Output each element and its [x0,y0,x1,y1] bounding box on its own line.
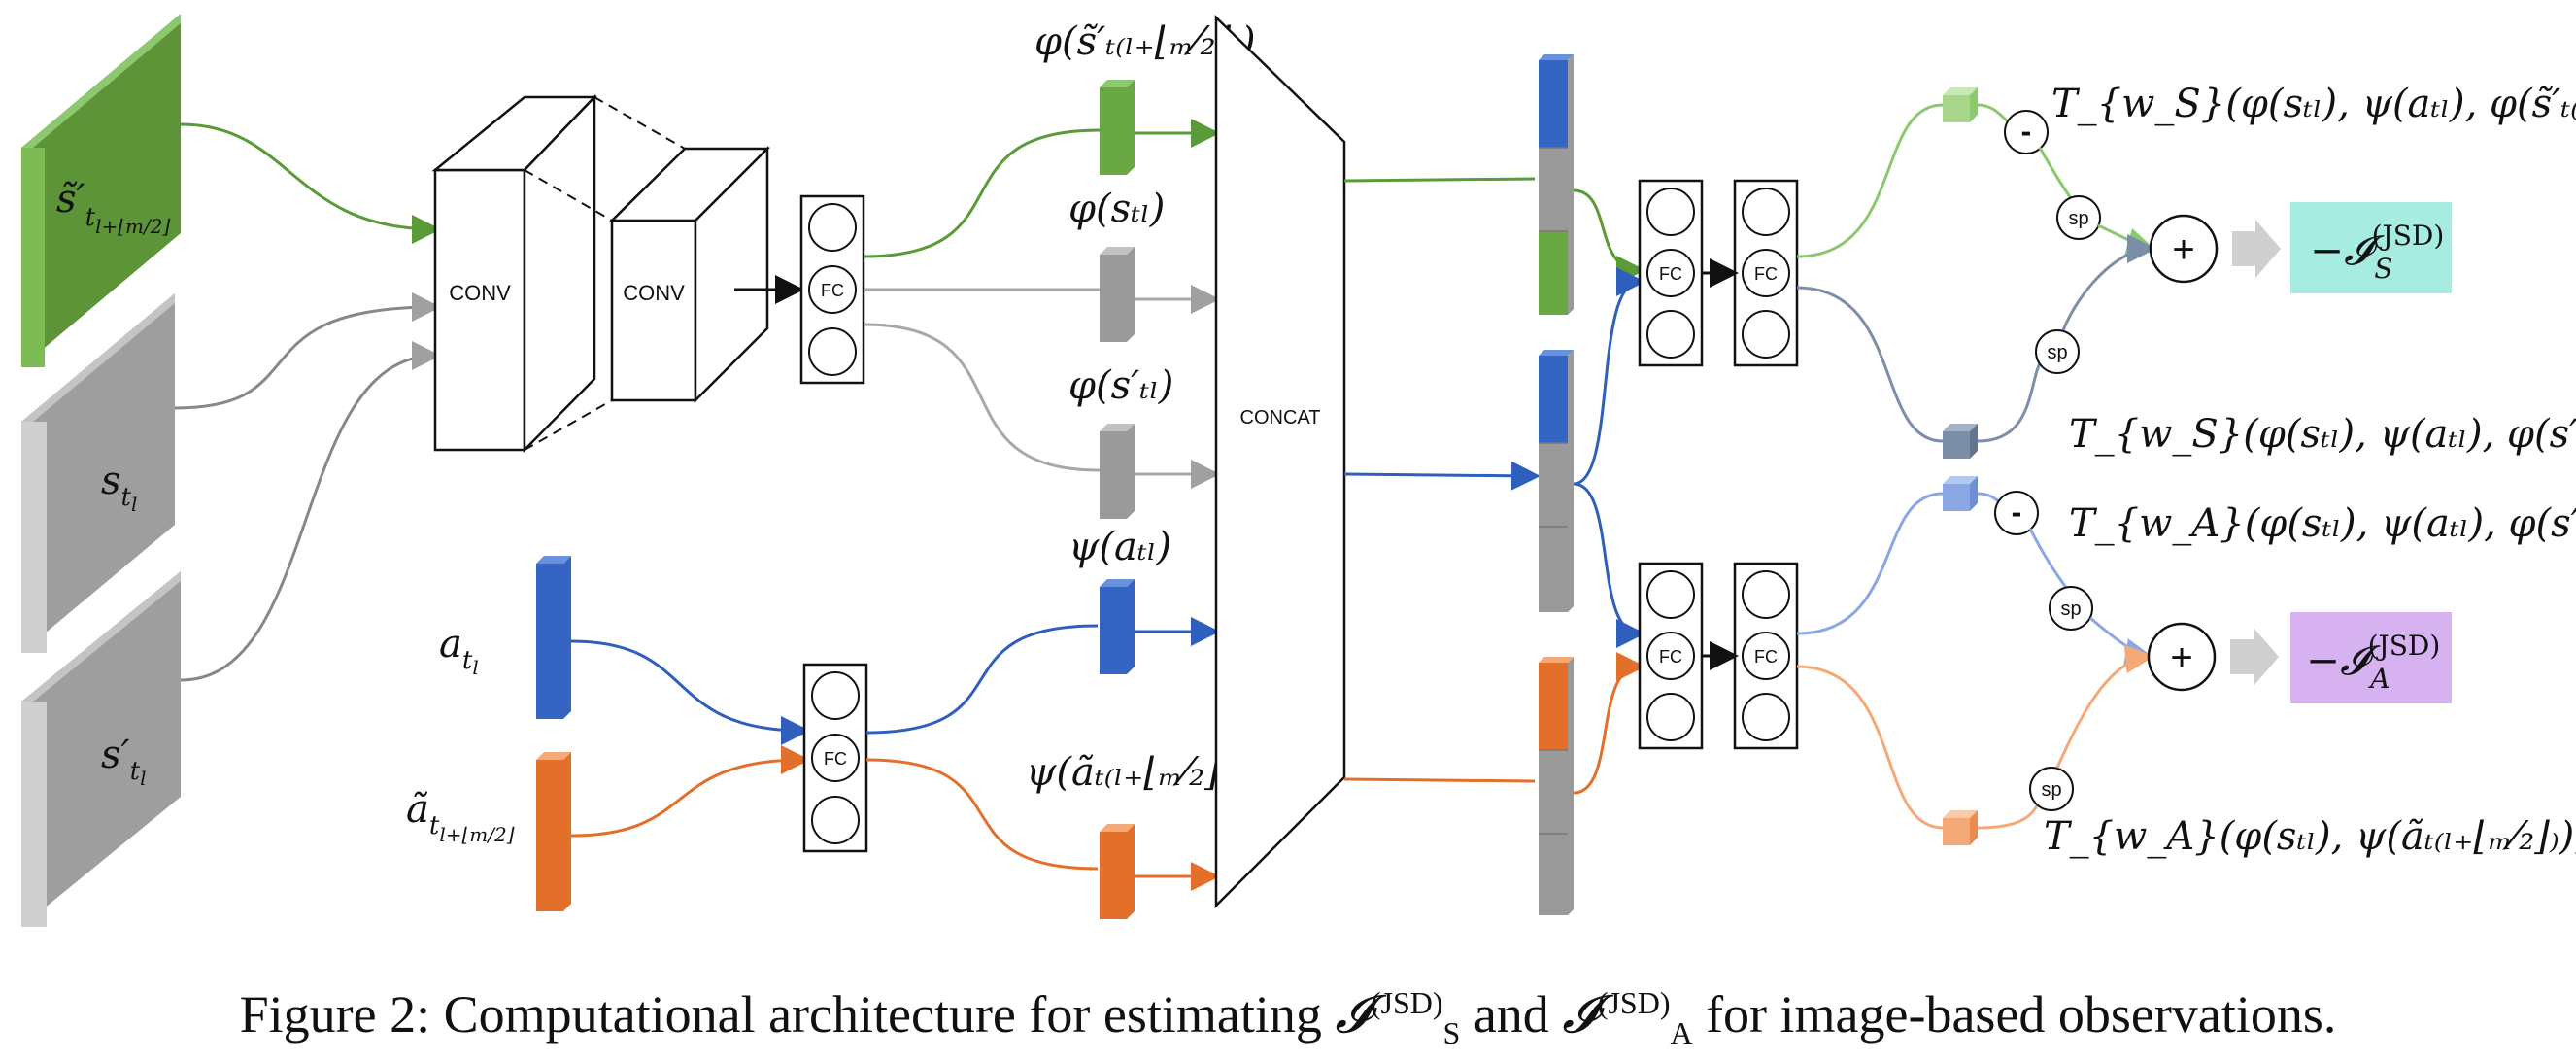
input-slab-s-prime [21,571,181,927]
edge-a-tilde-to-fc [570,745,810,838]
label-s-tilde-prime: s̃′tl+⌊m/2⌋ [56,177,170,238]
action-bar-a-tilde [536,752,571,911]
edge-s-to-conv [174,292,441,410]
fc-action-label: FC [824,749,847,769]
edge-concat-to-stack2 [1343,461,1541,491]
output-arrow-s [2232,220,2281,278]
fcA2-label: FC [1754,647,1778,667]
plus-node-a [2147,622,2217,692]
feature-psi-a [1100,579,1135,674]
score-cube-s-pos [1943,424,1978,459]
minus-node-a [1994,491,2039,535]
minus-a-label: - [2012,495,2022,530]
conv-dashed-links [524,96,686,451]
edge-concat-to-stack1 [1343,177,1536,183]
edge-s-tilde-to-conv [180,122,441,244]
conv2-label: CONV [623,281,685,305]
sp-a-neg-label: sp [2060,599,2081,620]
label-T-a-positive: T_{w_A}(φ(sₜₗ), ψ(aₜₗ), φ(s′ₜₗ)) [2069,501,2576,546]
fcS2-label: FC [1754,264,1778,284]
stack-positive [1539,350,1574,612]
sp-s-pos-label: sp [2047,342,2067,363]
sp-a-pos-label: sp [2041,779,2061,801]
label-T-a-negative: T_{w_A}(φ(sₜₗ), ψ(ãₜ₍ₗ₊⌊ₘ⁄₂⌋₎), φ(s′ₜₗ)) [2044,814,2576,859]
minus-node-s [2004,110,2049,154]
label-s: stl [101,459,137,516]
sp-node-a-neg [2049,586,2093,631]
edge-fc-to-phi-s-prime [863,323,1101,472]
edge-fcA-to-neg-score [1796,665,1944,830]
fcA1-label: FC [1659,647,1682,667]
fc-pair-action [1638,562,1799,750]
label-phi-s: φ(sₜₗ) [1068,187,1165,231]
fc-layer-encoder [799,194,865,385]
input-slab-s [21,293,175,653]
plus-s-label: + [2172,228,2194,271]
label-T-s-negative: T_{w_S}(φ(sₜₗ), ψ(aₜₗ), φ(s̃′ₜ₍ₗ₊⌊ₘ⁄₂⌋₎)… [2051,82,2576,126]
edge-a-to-fc [570,639,810,745]
stack-negative-state [1539,54,1574,315]
concat-block [1214,15,1346,909]
plus-a-label: + [2170,636,2192,679]
fcS1-label: FC [1659,264,1682,284]
edge-stack2-to-fcS [1573,267,1645,486]
edge-concat-to-stack3 [1343,777,1536,783]
edge-fcS-to-pos-score [1796,286,1944,443]
sp-node-a-pos [2029,767,2074,811]
edge-stack1-to-fcS [1573,188,1645,285]
edge-s-prime-to-conv [180,341,441,682]
label-a-tilde: ãtl+⌊m/2⌋ [406,787,515,846]
feature-phi-s-tilde-prime [1100,80,1135,175]
edge-stack3-to-fcA [1573,652,1645,795]
conv-block-1 [431,93,597,454]
score-cube-s-neg [1943,87,1978,122]
edge-fcS-to-neg-score [1796,103,1944,258]
label-a: atl [439,622,479,679]
label-s-prime: s′tl [101,733,146,790]
edge-fc-to-psi-a [865,624,1099,735]
edge-sp-to-plus-a-1 [2089,616,2154,667]
edge-fc-to-psi-a-tilde [865,758,1099,871]
sp-node-s-pos [2035,329,2080,374]
edge-sp-to-plus-a-2 [2055,644,2154,769]
output-box-IS [2290,202,2452,293]
fc-pair-state [1638,179,1799,367]
minus-s-label: - [2021,114,2032,149]
edge-sp-to-plus-s-2 [2061,234,2156,331]
conv1-label: CONV [449,281,511,305]
sp-node-s-neg [2056,195,2101,240]
edge-fcA-to-pos-score [1796,492,1944,635]
output-box-IA [2290,612,2452,703]
stack-negative-action [1539,657,1574,915]
output-arrow-a [2230,628,2279,686]
feature-phi-s [1100,247,1135,342]
edge-fc-to-phi-tilde [863,128,1101,258]
plus-node-s [2149,214,2219,284]
score-cube-a-neg [1943,810,1978,845]
fc-encoder-label: FC [821,281,844,300]
label-psi-a-tilde: ψ(ãₜ₍ₗ₊⌊ₘ⁄₂⌋₎) [1026,750,1244,795]
output-IS-label: −𝓘(JSD)S [2310,220,2444,285]
action-bar-a [536,556,571,719]
edge-minus-a-to-sp [2028,528,2073,596]
edge-stack2-to-fcA [1573,482,1645,648]
input-slab-s-tilde-prime [21,14,181,367]
feature-psi-a-tilde [1100,824,1135,919]
fc-layer-action [802,663,868,853]
feature-phi-s-prime [1100,424,1135,519]
label-phi-s-prime: φ(s′ₜₗ) [1068,363,1173,408]
label-psi-a: ψ(aₜₗ) [1068,525,1171,569]
edge-sp-to-plus-s-1 [2097,223,2156,257]
sp-s-neg-label: sp [2068,208,2088,229]
conv-block-2 [608,145,771,404]
concat-label: CONCAT [1240,407,1321,428]
label-T-s-positive: T_{w_S}(φ(sₜₗ), ψ(aₜₗ), φ(s′ₜₗ)) [2069,412,2576,457]
score-cube-a-pos [1943,476,1978,511]
figure-caption: Figure 2: Computational architecture for… [239,983,2337,1050]
